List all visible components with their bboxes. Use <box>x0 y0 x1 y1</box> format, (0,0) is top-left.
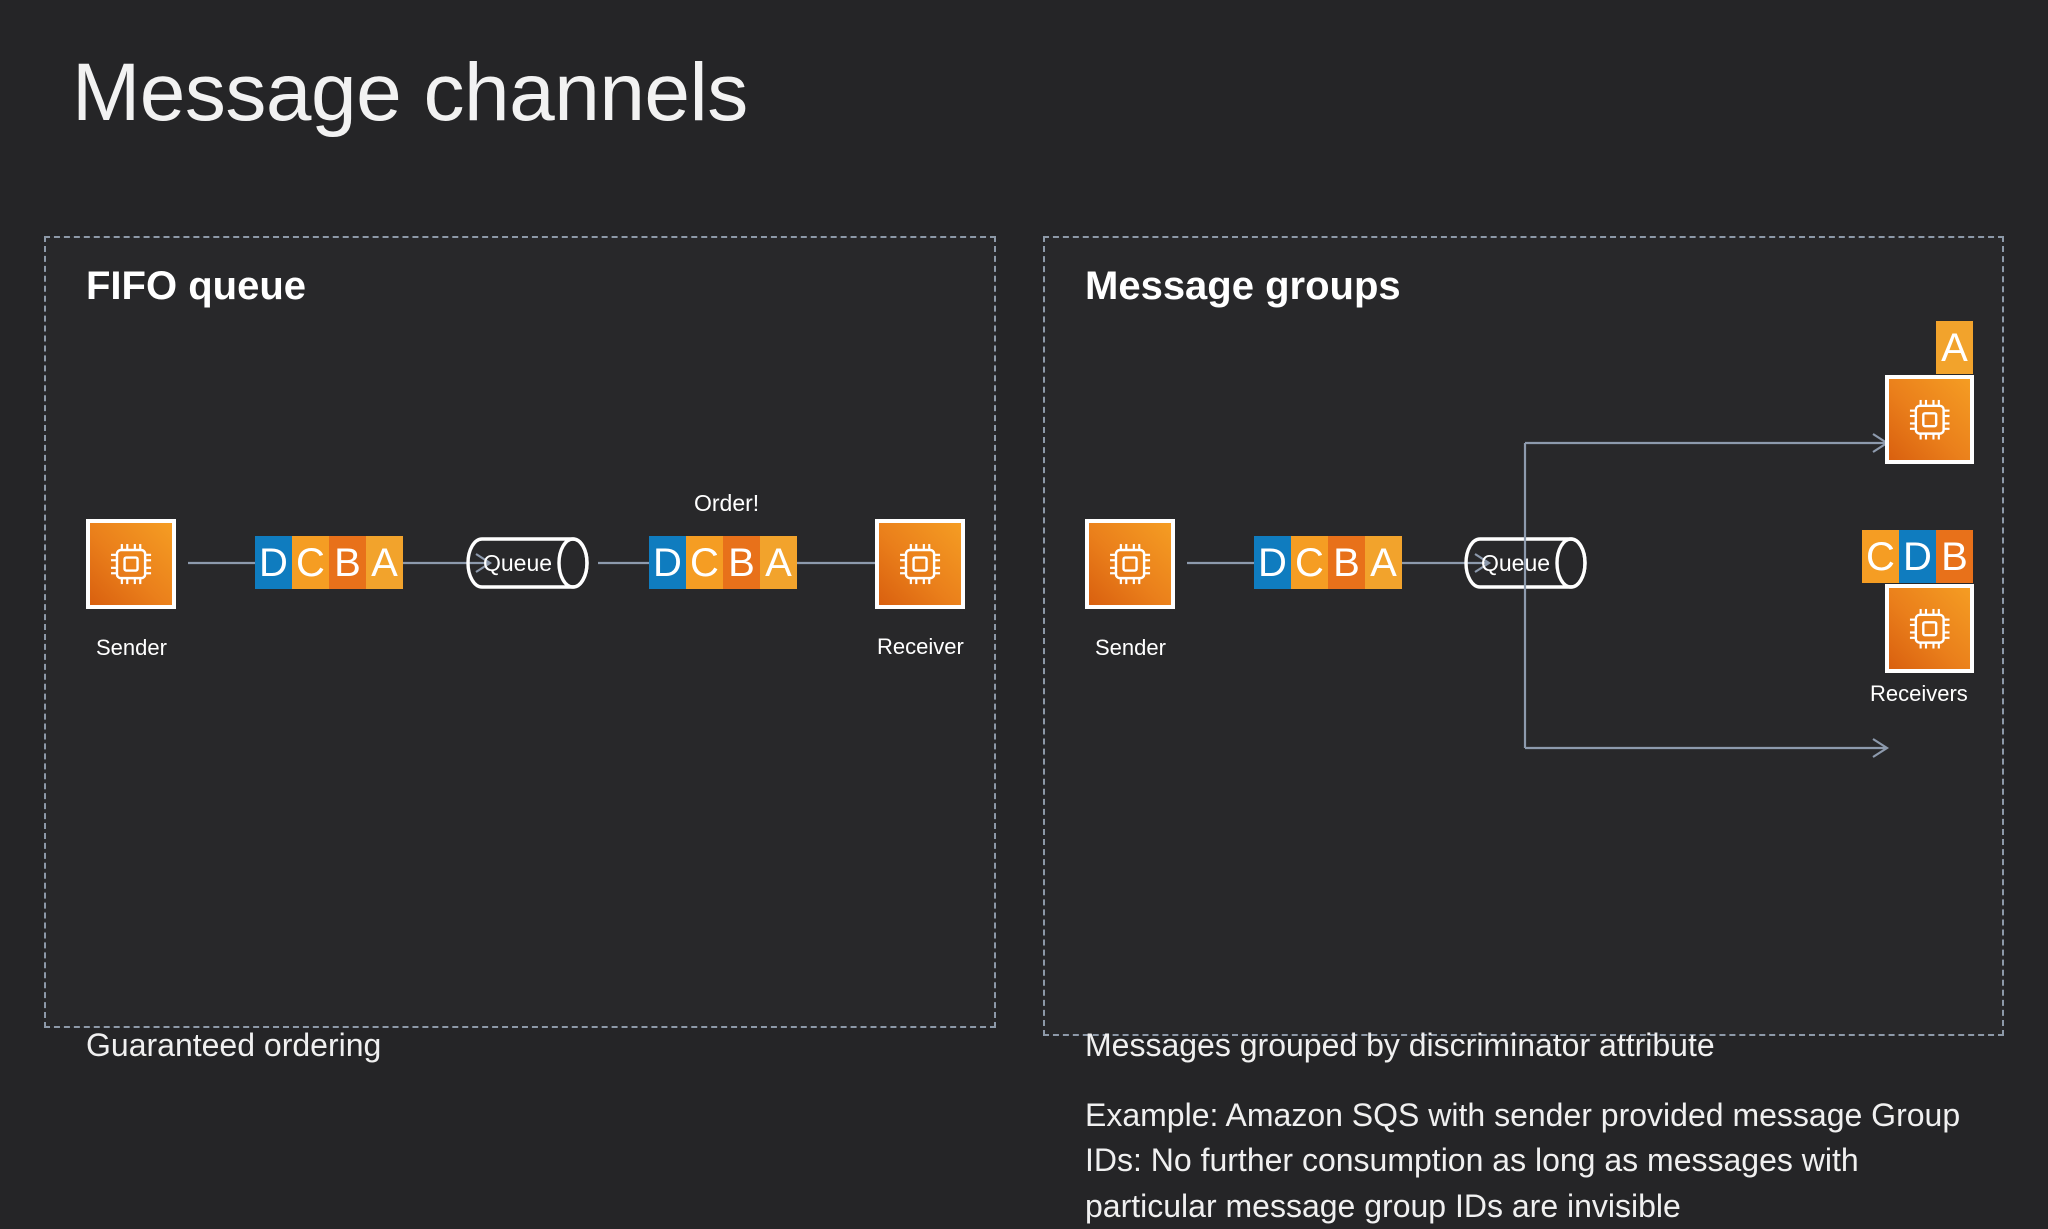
messages-out-fifo: D C B A <box>649 536 797 589</box>
messages-in-groups: D C B A <box>1254 536 1402 589</box>
chip-icon <box>1089 523 1171 605</box>
chip-icon <box>1889 379 1970 460</box>
message-tile: A <box>366 536 403 589</box>
receiver-label-fifo: Receiver <box>877 634 964 659</box>
chip-icon <box>879 523 961 605</box>
note-fifo: Guaranteed ordering <box>86 1027 382 1063</box>
note-groups-example: Example: Amazon SQS with sender provided… <box>1085 1097 1961 1224</box>
sender-label-groups: Sender <box>1095 635 1166 660</box>
message-tile: A <box>1936 321 1973 374</box>
message-tile: B <box>1936 530 1973 583</box>
messages-receiver-top-groups: A <box>1936 321 1973 374</box>
chip-icon <box>90 523 172 605</box>
message-tile: D <box>1899 530 1936 583</box>
receiver-node-top-groups <box>1885 375 1974 464</box>
sender-label-fifo: Sender <box>96 635 167 660</box>
arrow-branch-queue-to-receivers <box>1523 433 1890 758</box>
message-tile: C <box>1291 536 1328 589</box>
receivers-label-groups: Receivers <box>1870 681 1968 706</box>
messages-in-fifo: D C B A <box>255 536 403 589</box>
receiver-node-fifo <box>875 519 965 609</box>
queue-label-groups: Queue <box>1480 549 1551 576</box>
message-tile: D <box>255 536 292 589</box>
panel-title-groups: Message groups <box>1085 264 1401 308</box>
message-tile: C <box>292 536 329 589</box>
slide-canvas: Message channels FIFO queue <box>44 47 2004 1224</box>
panel-message-groups: Message groups <box>1043 236 2004 1224</box>
message-tile: D <box>649 536 686 589</box>
receiver-node-bottom-groups <box>1885 584 1974 673</box>
chip-icon <box>1889 588 1970 669</box>
sender-node-fifo <box>86 519 176 609</box>
message-tile: A <box>760 536 797 589</box>
message-tile: A <box>1365 536 1402 589</box>
message-tile: B <box>723 536 760 589</box>
sender-node-groups <box>1085 519 1175 609</box>
queue-cylinder-icon-fifo: Queue <box>466 537 591 589</box>
queue-label-fifo: Queue <box>482 549 553 576</box>
message-tile: B <box>329 536 366 589</box>
order-label-fifo: Order! <box>694 490 760 516</box>
message-tile: D <box>1254 536 1291 589</box>
page-title: Message channels <box>72 47 748 138</box>
panel-title-fifo: FIFO queue <box>86 264 306 308</box>
note-groups-primary: Messages grouped by discriminator attrib… <box>1085 1027 1715 1063</box>
message-tile: C <box>686 536 723 589</box>
queue-cylinder-icon-groups: Queue <box>1464 537 1589 589</box>
messages-receiver-bottom-groups: C D B <box>1862 530 1973 583</box>
message-tile: B <box>1328 536 1365 589</box>
panel-fifo-queue: FIFO queue <box>44 236 996 1063</box>
message-tile: C <box>1862 530 1899 583</box>
